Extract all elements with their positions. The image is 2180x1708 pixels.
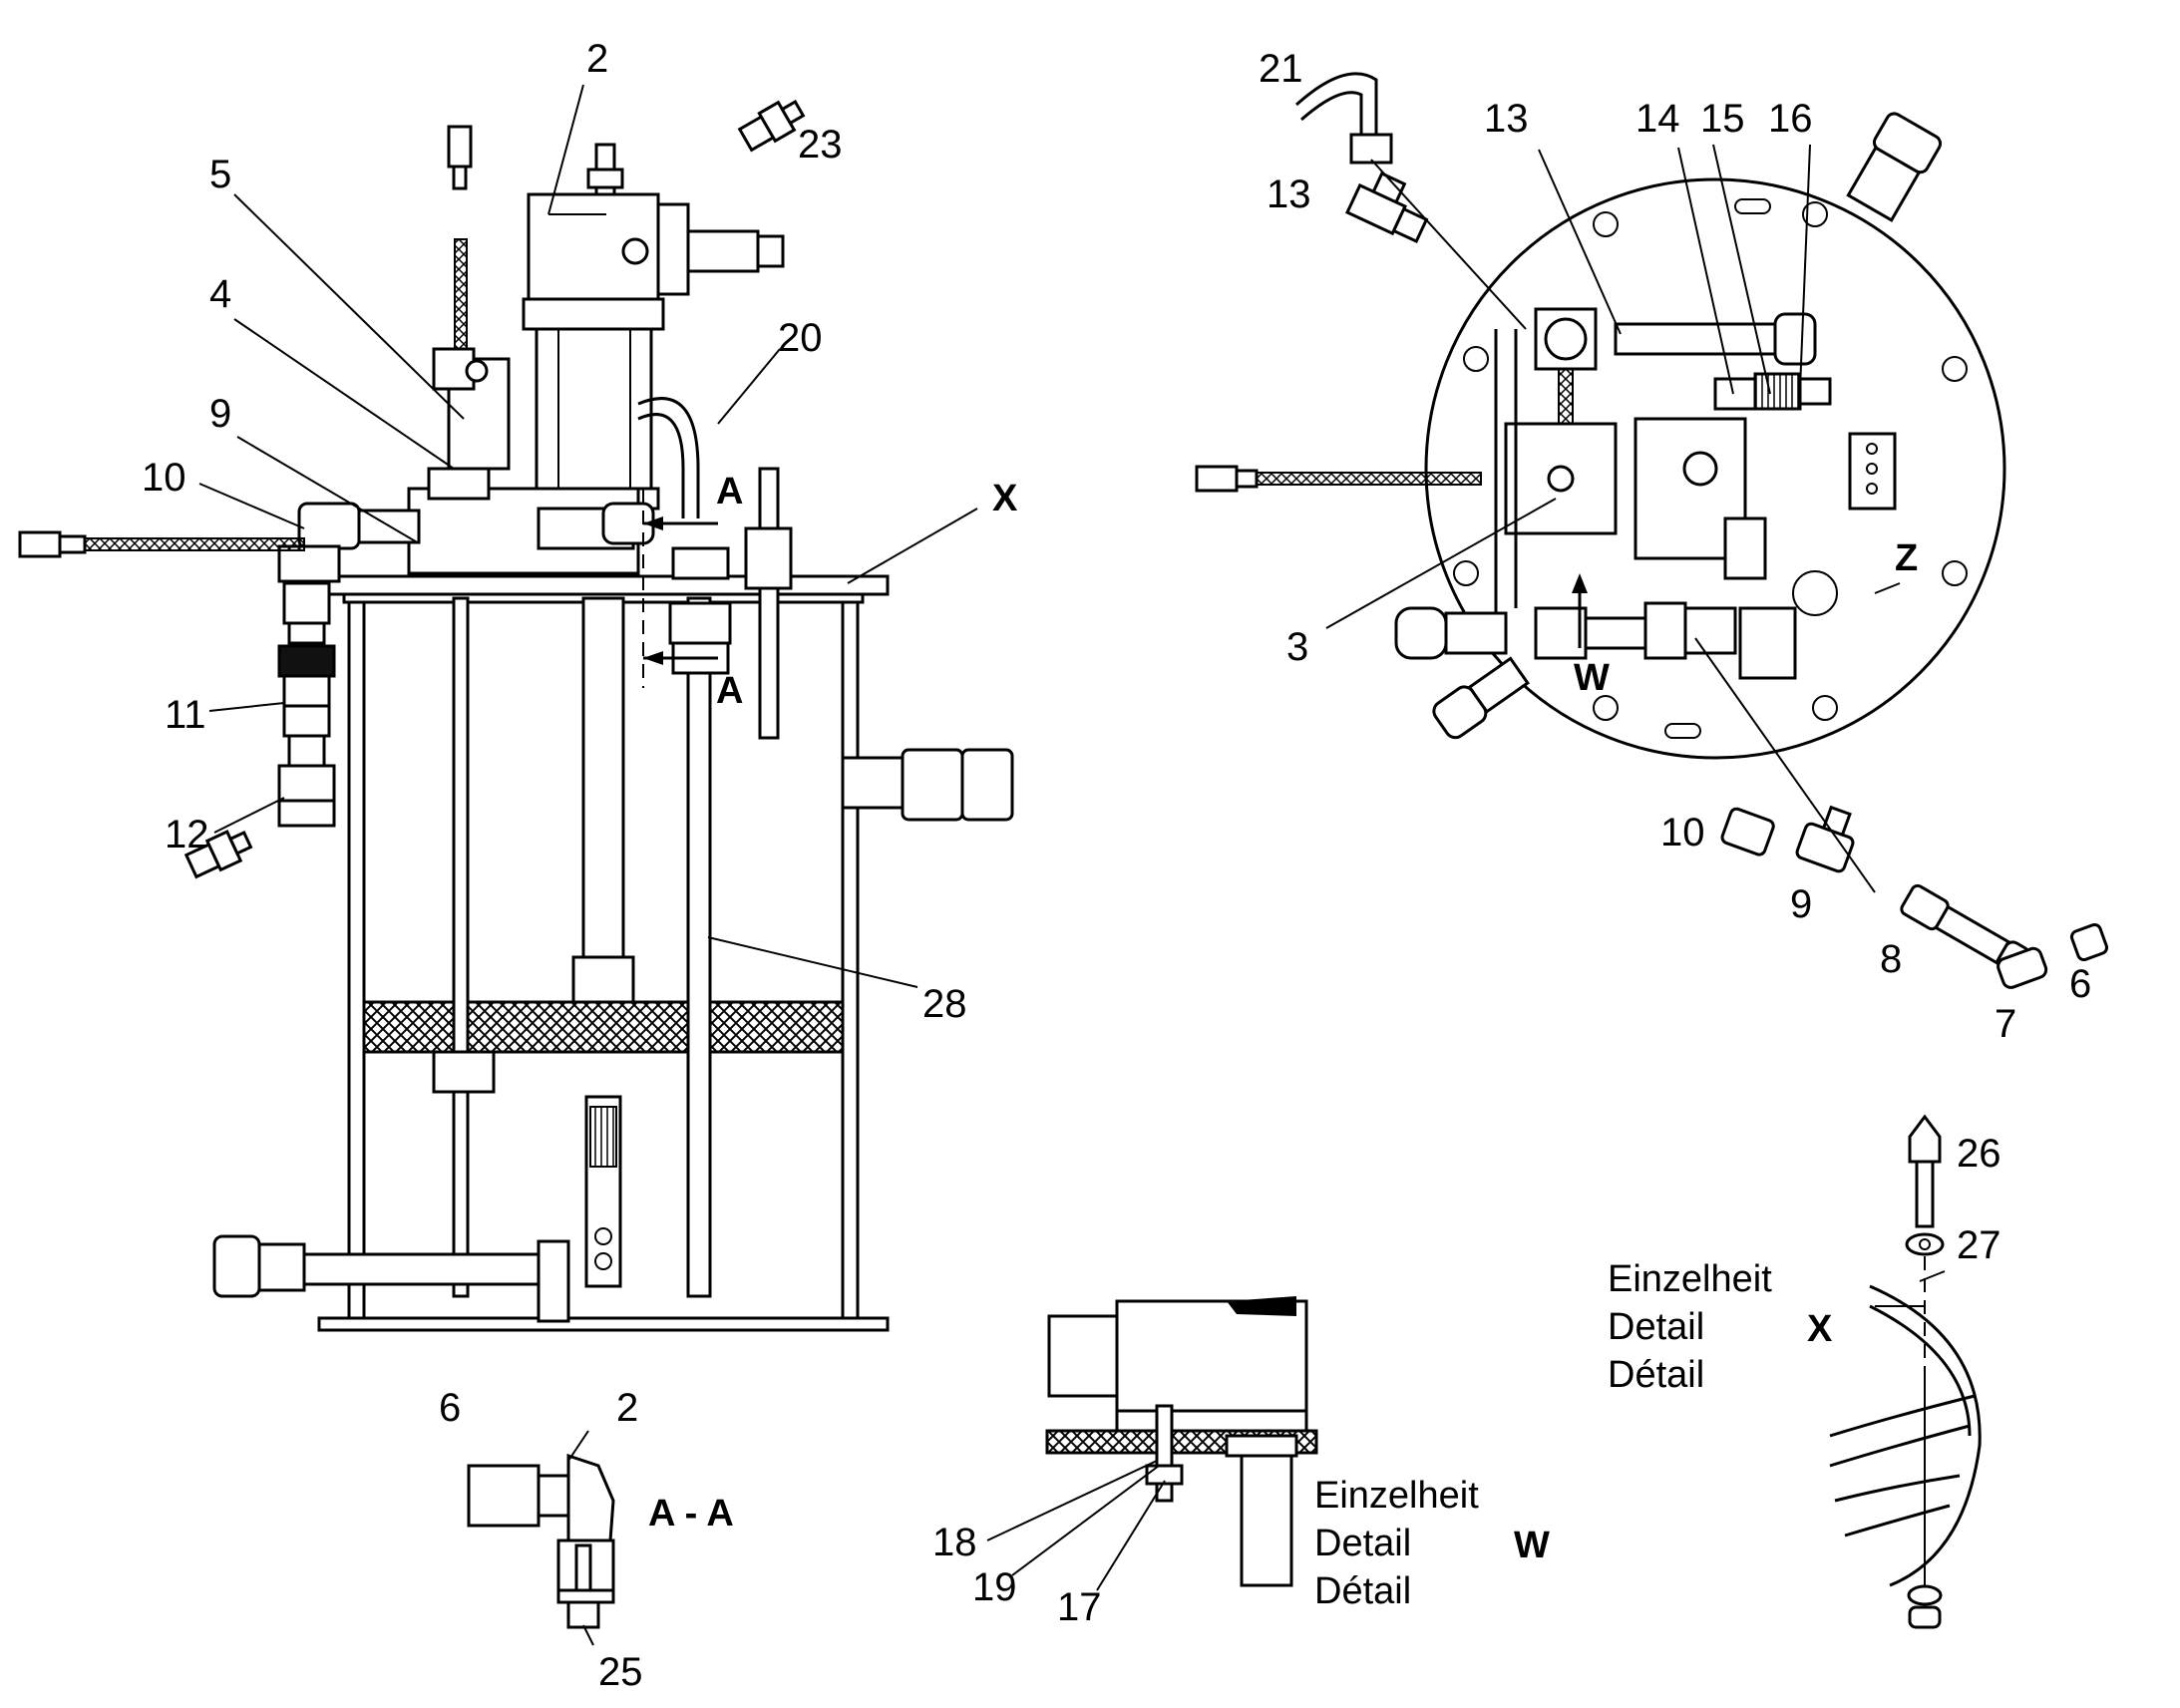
detail-w-caption: Einzelheit Detail Détail W: [1314, 1475, 1550, 1612]
exploded-fittings: [1720, 805, 2109, 989]
main-tank-assembly: [18, 100, 1014, 1332]
label-part-2: 2: [586, 37, 608, 81]
label-part-16: 16: [1768, 97, 1813, 141]
label-part-10-loose: 10: [1660, 811, 1705, 854]
label-part-27: 27: [1957, 1223, 2001, 1267]
detail-marker-x: X: [992, 478, 1018, 519]
label-part-9: 9: [209, 392, 231, 436]
label-part-6: 6: [2069, 962, 2091, 1006]
tee-fitting-13: [1345, 171, 1429, 243]
bent-tube-21: [1294, 72, 1393, 165]
side-outlet-nozzle: [841, 748, 1014, 822]
section-marker-a-top: A: [716, 471, 743, 512]
label-part-2-section: 2: [616, 1386, 638, 1430]
section-marker-a-bottom: A: [716, 670, 743, 712]
label-part-17: 17: [1057, 1585, 1102, 1629]
pump-motor: [522, 143, 785, 511]
pump-tube: [581, 596, 625, 959]
label-part-8: 8: [1880, 937, 1902, 981]
label-part-18: 18: [932, 1521, 977, 1564]
label-part-6-section: 6: [439, 1386, 461, 1430]
detail-x-line2: Detail: [1608, 1306, 1704, 1348]
lid-top-view: [1195, 112, 2006, 760]
base-plate: [317, 1316, 890, 1332]
detail-w-line3: Détail: [1314, 1570, 1411, 1612]
label-part-11: 11: [165, 693, 206, 737]
detail-x-caption: Einzelheit Detail Détail X: [1608, 1258, 1833, 1396]
label-part-13-loose: 13: [1267, 172, 1311, 216]
section-a-a-title: A - A: [648, 1493, 734, 1535]
detail-w-line1: Einzelheit: [1314, 1475, 1479, 1517]
view-markers: A A X W Z A - A: [648, 471, 1918, 1535]
top-flange: [317, 574, 890, 596]
label-part-7: 7: [1995, 1002, 2016, 1046]
follower-plate: [362, 1000, 845, 1054]
detail-w-view: [1045, 1296, 1318, 1587]
detail-x-line1: Einzelheit: [1608, 1258, 1772, 1300]
label-part-20: 20: [778, 316, 823, 360]
label-part-23: 23: [798, 123, 843, 167]
gauge-plate: [1738, 606, 1797, 680]
label-part-13: 13: [1484, 97, 1529, 141]
label-part-10: 10: [142, 456, 186, 500]
label-part-15: 15: [1700, 97, 1745, 141]
loose-fitting-23: [737, 100, 806, 153]
leader-lines: [198, 84, 1946, 1646]
label-part-12: 12: [165, 813, 209, 856]
manifold-block: [407, 347, 655, 575]
part-number-labels: 2 23 5 4 20 9 10 11 12 28 21 13 13 14 15…: [142, 37, 2091, 1694]
detail-w-letter: W: [1514, 1525, 1550, 1566]
lid-connector: [1846, 112, 1943, 222]
detail-x-line3: Détail: [1608, 1354, 1704, 1396]
detail-x-letter: X: [1807, 1308, 1833, 1350]
label-part-14: 14: [1635, 97, 1680, 141]
label-part-3: 3: [1286, 625, 1308, 669]
detail-w-line2: Detail: [1314, 1523, 1411, 1564]
label-part-4: 4: [209, 272, 231, 316]
label-part-28: 28: [922, 982, 967, 1026]
detail-marker-w: W: [1574, 657, 1610, 699]
view-marker-z: Z: [1895, 537, 1918, 579]
quick-coupling: [277, 581, 336, 828]
level-sensor: [447, 125, 473, 350]
label-part-26: 26: [1957, 1132, 2001, 1176]
label-part-5: 5: [209, 153, 231, 196]
detail-x-view: [1829, 1114, 1982, 1629]
label-part-19: 19: [972, 1565, 1017, 1609]
label-part-21: 21: [1259, 47, 1303, 91]
bottom-suction-pipe: [212, 1234, 570, 1323]
label-part-25: 25: [598, 1650, 643, 1694]
loose-fitting-12: [183, 830, 253, 879]
label-part-9-loose: 9: [1790, 882, 1812, 926]
section-a-a-view: [467, 1453, 615, 1629]
